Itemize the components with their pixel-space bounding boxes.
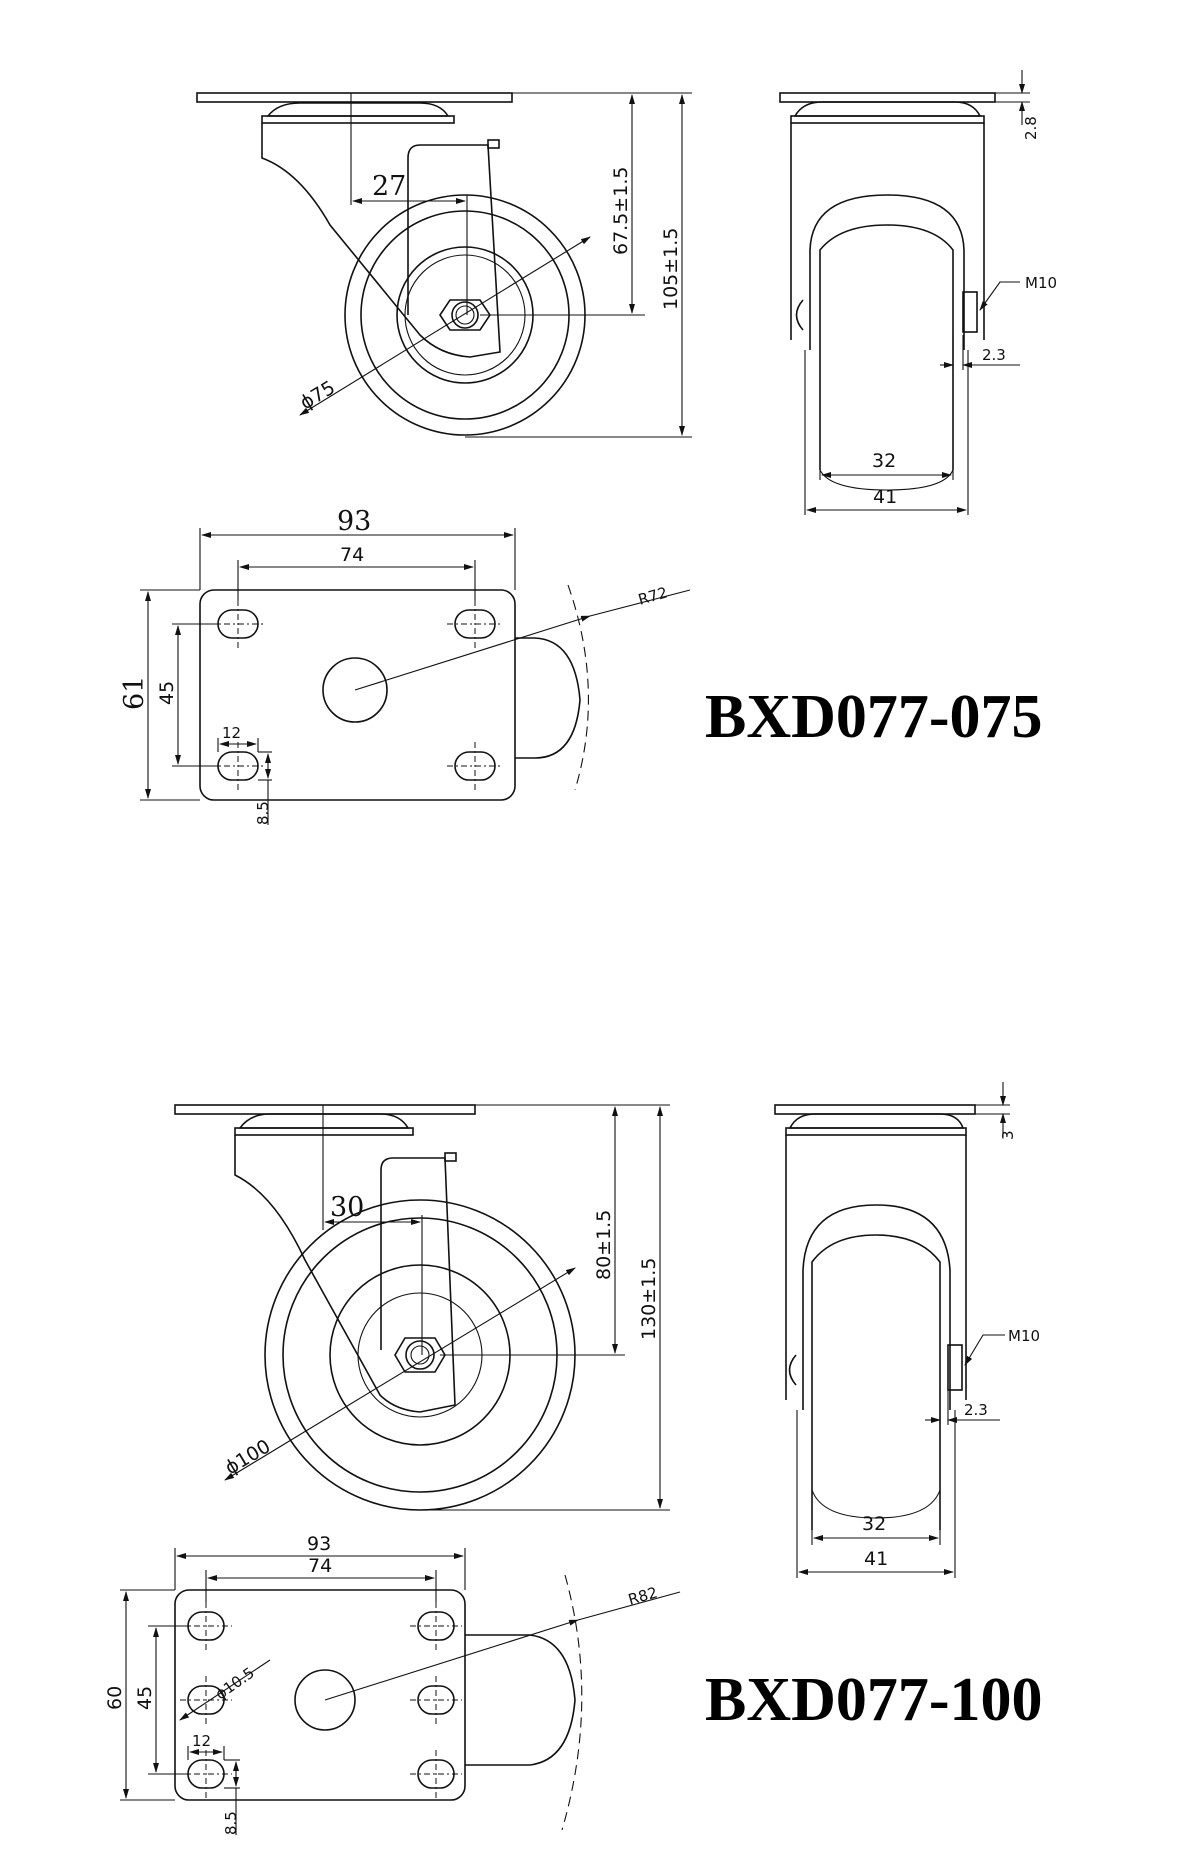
dim-slot-length: 12 (192, 1732, 211, 1750)
label-bolt: M10 (1008, 1327, 1040, 1345)
mount-plate (774, 1104, 976, 1115)
dim-total-height: 130±1.5 (638, 1258, 660, 1340)
dim-offset: 27 (372, 171, 406, 202)
dim-wheel-width: 32 (872, 450, 896, 472)
wheel-bottom (819, 469, 954, 491)
kingpin-hole (294, 1669, 356, 1731)
swivel-bearing (793, 101, 982, 117)
front-view-100: 3 M10 2.3 32 41 (774, 1082, 1040, 1578)
wheel-front (811, 1234, 941, 1530)
dim-hole-spacing-x: 74 (340, 544, 364, 566)
dim-slot-width: 8.5 (222, 1811, 240, 1835)
wheel-bottom (811, 1489, 941, 1519)
axle-core (455, 305, 475, 325)
dim-wheel-width: 32 (862, 1513, 886, 1535)
dim-plate-length: 93 (307, 1533, 331, 1555)
top-plate (174, 1589, 466, 1801)
axle-bolt (405, 1340, 435, 1370)
axle-nut-side (947, 1344, 963, 1391)
label-bolt: M10 (1025, 274, 1057, 292)
dim-axle-height: 67.5±1.5 (610, 167, 632, 255)
fork-sides (785, 1135, 967, 1400)
dim-hole-spacing-y: 45 (134, 1686, 156, 1710)
fork-tab (444, 1152, 457, 1162)
swivel-radius-arc (567, 584, 589, 791)
dim-total-height: 105±1.5 (660, 228, 682, 310)
mount-plate (196, 92, 513, 103)
front-view-075: 2.8 M10 2.3 32 41 (779, 70, 1057, 515)
model-label-075: BXD077-075 (705, 683, 1043, 751)
mount-plate (174, 1104, 476, 1115)
dim-hole-spacing-x: 74 (308, 1555, 332, 1577)
fork-arch (809, 194, 965, 350)
swivel-radius-arc (561, 1574, 583, 1831)
swivel-bearing (788, 1113, 965, 1129)
fork-leg (261, 123, 501, 358)
side-view-100: 30 80±1.5 130±1.5 ϕ100 (174, 1104, 670, 1511)
dim-fork-width: 41 (864, 1548, 888, 1570)
dim-swivel-radius: R72 (636, 583, 669, 608)
dim-gap: 2.3 (982, 346, 1006, 364)
wheel-front (819, 224, 954, 470)
dim-hole-spacing-y: 45 (156, 681, 178, 705)
dim-fork-width: 41 (873, 486, 897, 508)
dim-slot-width: 8.5 (254, 801, 272, 825)
dim-plate-thickness: 3 (999, 1130, 1017, 1140)
swivel-bearing (266, 102, 450, 117)
plate-view-075: 93 74 61 45 12 8.5 (119, 506, 691, 825)
dim-plate-length: 93 (337, 506, 371, 537)
dim-plate-width: 60 (104, 1686, 126, 1710)
plate-view-100: 93 74 60 45 ϕ10.5 12 (104, 1533, 681, 1835)
bearing-ring (261, 115, 455, 124)
dim-hole-diameter: ϕ10.5 (212, 1664, 258, 1704)
wheel-outline (515, 637, 581, 759)
dim-offset: 30 (330, 1192, 364, 1223)
kingpin-hole (322, 657, 388, 723)
dim-axle-height: 80±1.5 (593, 1210, 615, 1280)
model-label-100: BXD077-100 (705, 1666, 1043, 1734)
bearing-ring (785, 1127, 967, 1136)
dim-gap: 2.3 (964, 1401, 988, 1419)
axle-nut (394, 1337, 446, 1373)
dim-plate-thickness: 2.8 (1022, 116, 1040, 140)
drawing-bxd077-075: 27 67.5±1.5 105±1.5 ϕ75 (119, 70, 1057, 825)
axle-nut-side (962, 291, 978, 333)
mount-plate (779, 92, 996, 103)
swivel-bearing (238, 1113, 410, 1129)
bearing-ring (790, 115, 985, 124)
axle-cap (795, 299, 804, 331)
dim-swivel-radius: R82 (626, 1583, 659, 1608)
side-view-075: 27 67.5±1.5 105±1.5 ϕ75 (196, 92, 692, 438)
dim-slot-length: 12 (222, 724, 241, 742)
dim-wheel-diameter: ϕ75 (296, 377, 339, 415)
fork-arch (802, 1204, 951, 1410)
axle-cap (788, 1354, 797, 1386)
bearing-ring (234, 1127, 414, 1136)
wheel-outline (465, 1634, 576, 1766)
top-plate (199, 589, 516, 801)
dim-plate-width: 61 (119, 676, 150, 710)
fork-tab (487, 139, 500, 149)
dim-wheel-diameter: ϕ100 (221, 1435, 274, 1479)
bolt-slots (210, 600, 503, 790)
